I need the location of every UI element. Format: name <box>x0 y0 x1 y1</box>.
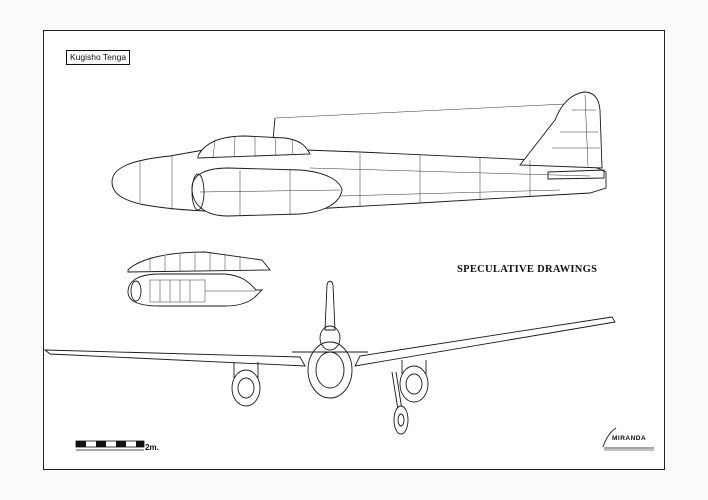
main-wheel-hub <box>397 413 405 427</box>
main-wheel <box>393 405 409 435</box>
maker-name: MIRANDA <box>612 435 647 442</box>
gear-strut <box>391 371 399 411</box>
nacelle-cutaway-upper <box>127 251 271 273</box>
nacelle-right-intake <box>405 373 423 395</box>
speculative-drawings-label: SPECULATIVE DRAWINGS <box>457 264 598 275</box>
canopy-frame <box>274 136 277 157</box>
side-view <box>111 91 607 217</box>
rudder-hinge-line <box>584 94 589 167</box>
canopy-frame <box>291 139 294 156</box>
wing-left <box>43 349 306 367</box>
fuselage-stringer <box>339 189 561 197</box>
fuselage-front <box>307 341 353 399</box>
antenna-mast <box>272 117 276 141</box>
nacelle-right-front <box>399 365 429 403</box>
canopy-front <box>319 325 341 351</box>
drawing-title: Kugisho Tenga <box>66 50 131 65</box>
engine-nacelle-side <box>191 167 343 217</box>
horizontal-stabilizer <box>547 169 605 180</box>
nacelle-left-intake <box>237 377 255 399</box>
nacelle-centre-line <box>199 189 341 193</box>
scale-label: 2m. <box>145 443 159 452</box>
antenna-wire <box>275 103 567 119</box>
logo-swash <box>602 427 617 448</box>
nacelle-left-front <box>231 369 261 407</box>
canopy <box>197 135 311 159</box>
tail-fin <box>519 91 603 169</box>
front-fin <box>324 280 336 331</box>
wing-right <box>354 316 616 367</box>
drawing-frame <box>43 30 665 470</box>
nacelle-cutaway-lower <box>127 273 264 307</box>
front-view <box>43 280 616 435</box>
gear-strut <box>395 371 403 411</box>
canopy-frame <box>212 139 216 158</box>
canopy-frame <box>233 136 236 158</box>
nacelle-cutaway-detail <box>127 251 271 307</box>
fuselage-stringer <box>309 167 591 177</box>
scale-bar <box>75 440 145 451</box>
maker-logo <box>602 427 654 451</box>
cutaway-intake <box>130 280 142 302</box>
